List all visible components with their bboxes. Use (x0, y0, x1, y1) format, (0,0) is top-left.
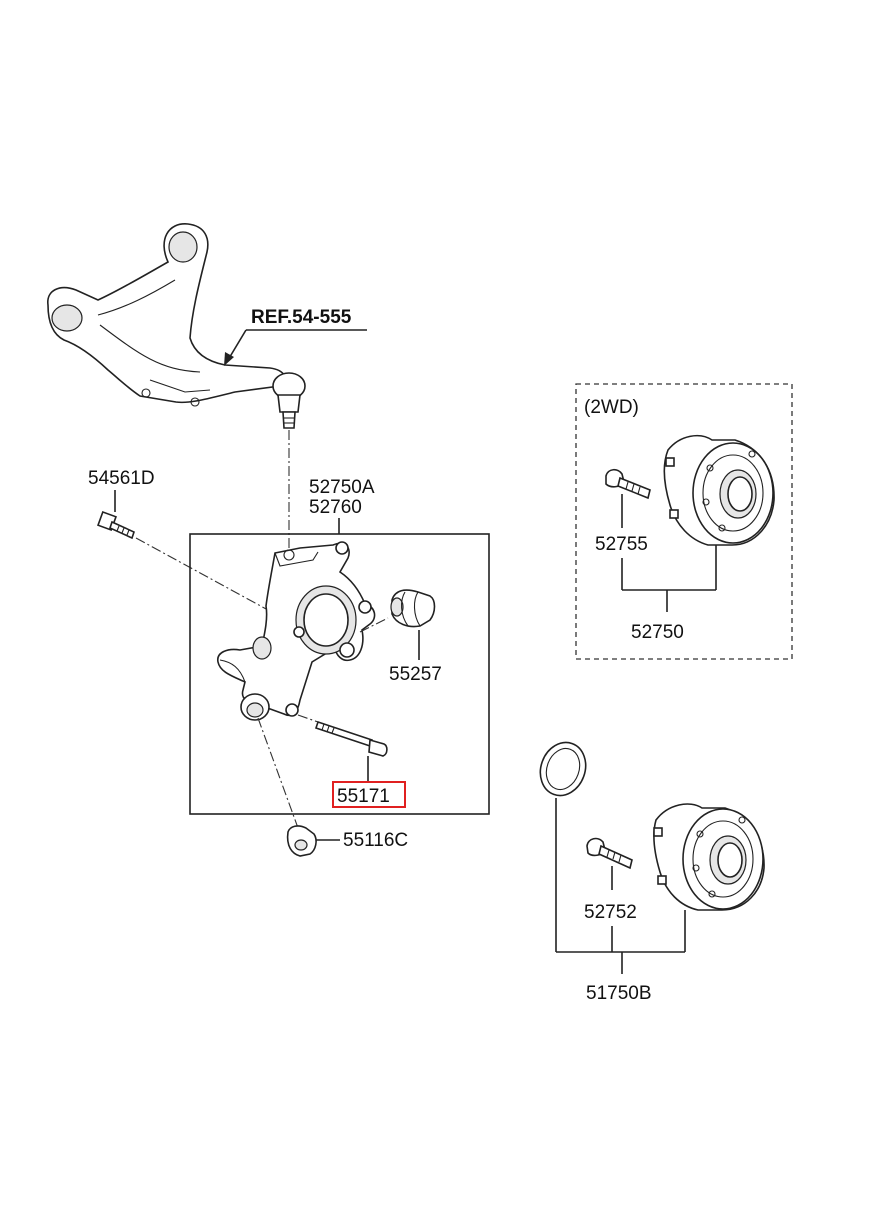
hub-bolt-52755 (605, 468, 651, 500)
label-52752: 52752 (584, 902, 637, 923)
label-2wd: (2WD) (584, 397, 639, 418)
label-52750a: 52750A (309, 477, 375, 498)
hub-assy-51750b (653, 803, 765, 911)
bolt-axis-54561d (135, 537, 269, 611)
label-55171: 55171 (337, 786, 390, 807)
label-51750b: 51750B (586, 983, 652, 1004)
label-55257: 55257 (389, 664, 442, 685)
label-52755: 52755 (595, 534, 648, 555)
label-55116c: 55116C (343, 830, 408, 851)
ref-label: REF.54-555 (251, 307, 352, 328)
ref-arrow-line (227, 329, 247, 361)
highlight-55171 (332, 781, 406, 808)
snap-ring (539, 741, 587, 797)
hub-assy-52750 (663, 434, 775, 546)
bolt-55171 (314, 720, 388, 757)
bushing-axis (359, 617, 389, 633)
hub-bolt-52752 (586, 837, 633, 870)
label-54561d: 54561D (88, 468, 155, 489)
nut-axis (257, 717, 299, 829)
box-2wd (575, 383, 793, 660)
bolt-54561d (97, 511, 135, 540)
label-52750: 52750 (631, 622, 684, 643)
bolt-axis-55171 (297, 714, 319, 723)
ball-joint (272, 372, 306, 429)
steering-knuckle (217, 541, 376, 721)
ref-arrow-head (224, 352, 234, 366)
nut-55116c (286, 825, 317, 857)
label-52760: 52760 (309, 497, 362, 518)
bushing-55257 (390, 589, 436, 628)
upper-control-arm (47, 223, 286, 407)
